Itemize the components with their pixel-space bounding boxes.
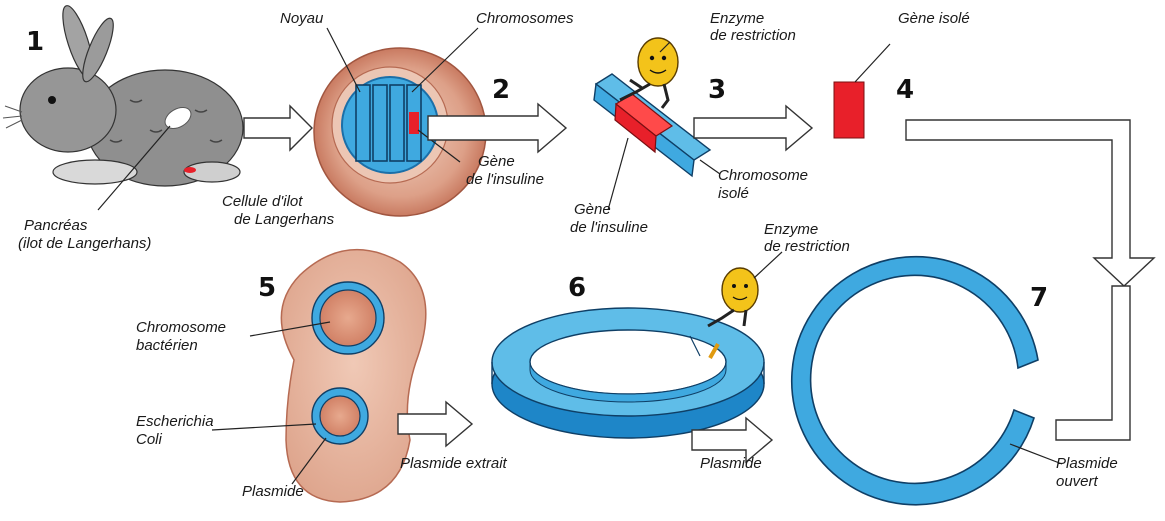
step-number-6: 6 — [568, 273, 586, 303]
label-gene-isole: Gène isolé — [898, 10, 970, 27]
step-number-3: 3 — [708, 75, 726, 105]
hollow-arrow — [694, 106, 812, 150]
chromosome-bar — [356, 85, 370, 161]
gene-pointer-2 — [608, 138, 628, 210]
label-chromosome-isole-line2: isolé — [718, 185, 749, 202]
label-escherichia-line1: Escherichia — [136, 413, 214, 430]
label-cellule-line1: Cellule d'ilot — [222, 193, 303, 210]
label-chromosome-bacterien-line2: bactérien — [136, 337, 198, 354]
label-cellule-line2: de Langerhans — [234, 211, 335, 228]
label-chromosome-bacterien-line1: Chromosome — [136, 319, 226, 336]
step-number-4: 4 — [896, 75, 914, 105]
label-gene-insuline-1-line2: de l'insuline — [466, 171, 544, 188]
label-plasmide-1: Plasmide — [242, 483, 304, 500]
chromosome-pointer — [700, 160, 720, 174]
label-enzyme-1-line1: Enzyme — [710, 10, 764, 27]
chromosome-bar — [373, 85, 387, 161]
step-number-2: 2 — [492, 75, 510, 105]
isolated-gene — [834, 82, 864, 138]
enzyme-pointer-2 — [754, 252, 782, 278]
label-chromosomes: Chromosomes — [476, 10, 574, 27]
chromosome-bar — [390, 85, 404, 161]
hollow-arrow — [244, 106, 312, 150]
label-pancreas-line1: Pancréas — [24, 217, 88, 234]
plasmide-ouvert-pointer — [1010, 444, 1062, 464]
label-escherichia-line2: Coli — [136, 431, 163, 448]
label-enzyme-2-line1: Enzyme — [764, 221, 818, 238]
label-noyau: Noyau — [280, 10, 324, 27]
step-number-5: 5 — [258, 273, 276, 303]
plasmid-ring-3d — [492, 308, 764, 438]
step-number-1: 1 — [26, 27, 44, 57]
label-plasmide-ouvert-line1: Plasmide — [1056, 455, 1118, 472]
label-enzyme-2-line2: de restriction — [764, 238, 850, 255]
label-plasmide-ouvert-line2: ouvert — [1056, 473, 1099, 490]
label-chromosome-isole-line1: Chromosome — [718, 167, 808, 184]
gene-isole-pointer — [855, 44, 890, 82]
insulin-gene-marker — [409, 112, 419, 134]
label-plasmide-extrait: Plasmide extrait — [400, 455, 508, 472]
label-gene-insuline-2-line1: Gène — [574, 201, 611, 218]
open-plasmid — [792, 257, 1038, 505]
label-pancreas-line2: (ilot de Langerhans) — [18, 235, 151, 252]
label-plasmide-2: Plasmide — [700, 455, 762, 472]
label-gene-insuline-2-line2: de l'insuline — [570, 219, 648, 236]
isolated-chromosome — [594, 74, 710, 176]
step-number-7: 7 — [1030, 283, 1048, 313]
label-gene-insuline-1-line1: Gène — [478, 153, 515, 170]
label-enzyme-1-line2: de restriction — [710, 27, 796, 44]
